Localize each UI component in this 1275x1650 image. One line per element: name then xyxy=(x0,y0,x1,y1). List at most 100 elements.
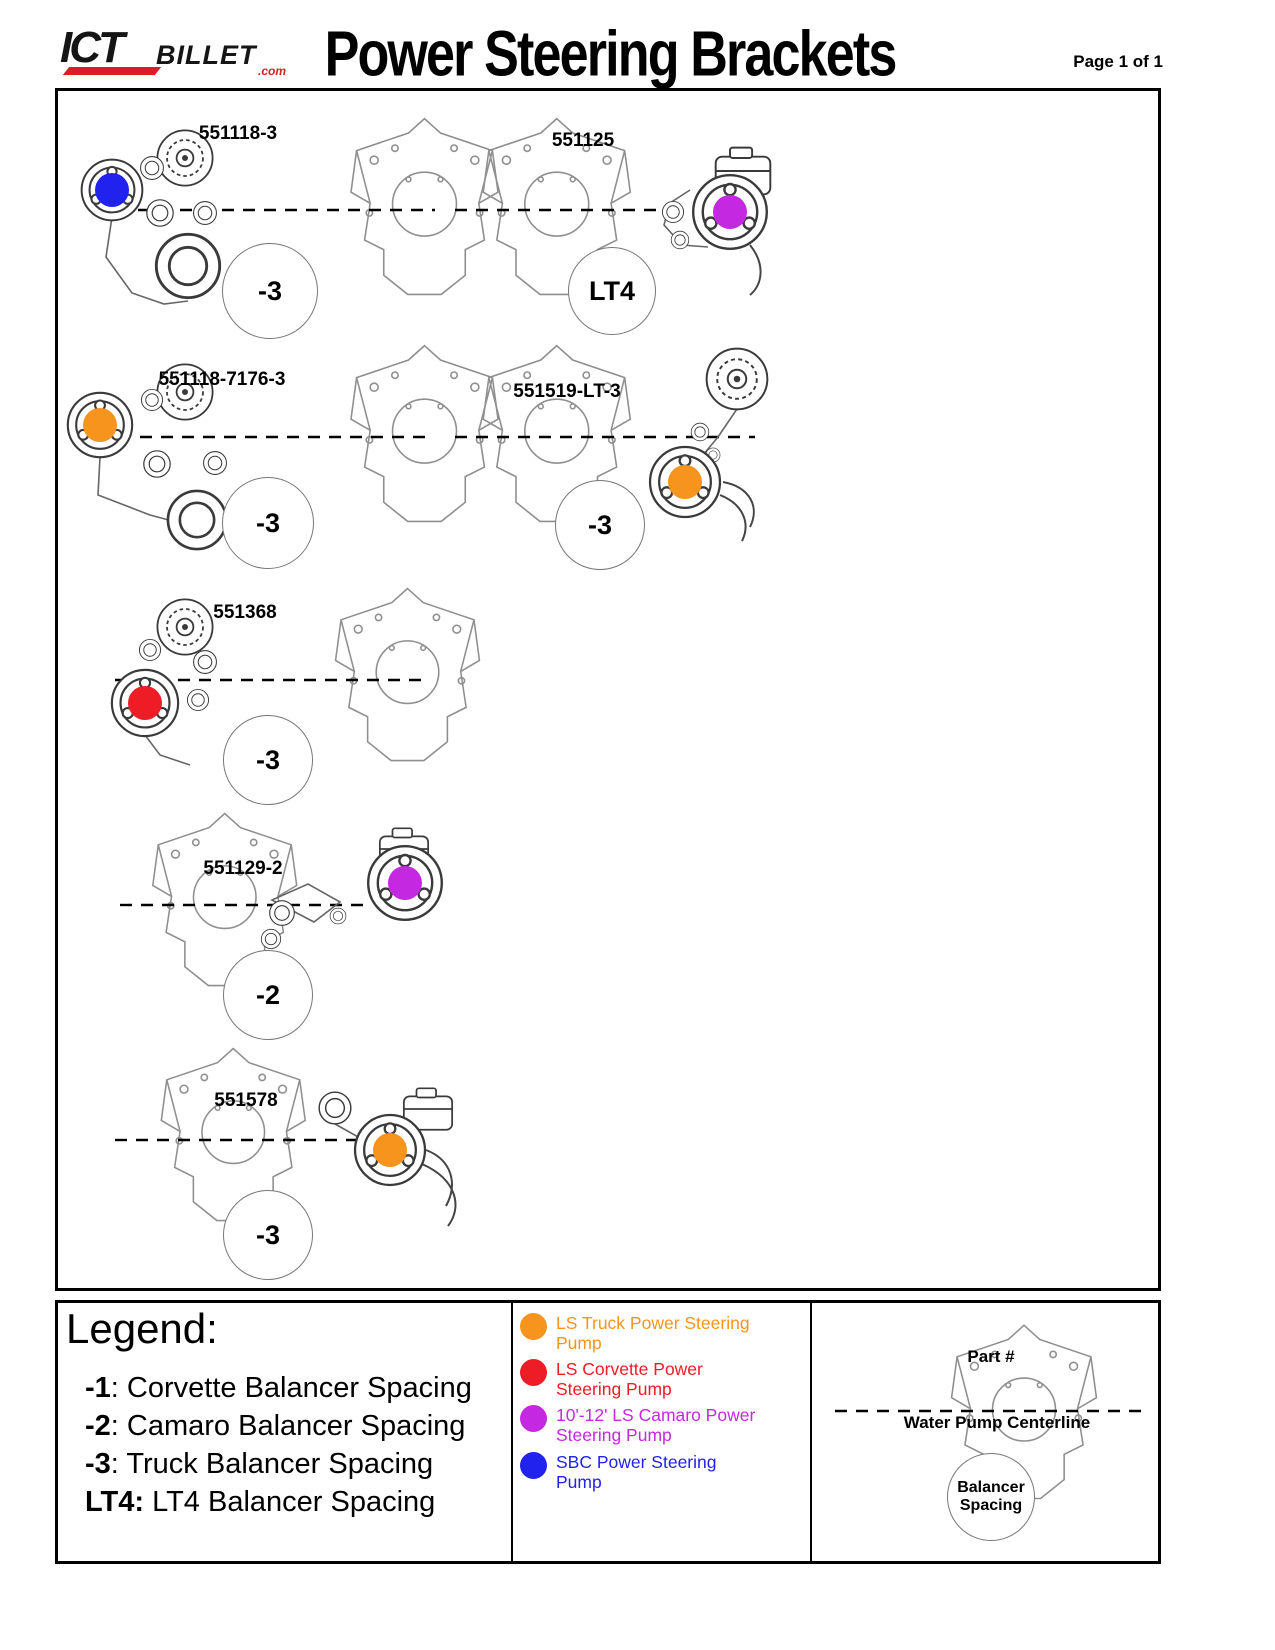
idler-icon xyxy=(670,230,690,250)
spacing-key-item: LT4: LT4 Balancer Spacing xyxy=(85,1486,435,1519)
legend-divider xyxy=(511,1303,513,1561)
spacing-text: : Truck Balancer Spacing xyxy=(110,1448,434,1480)
idler-icon xyxy=(203,451,227,475)
part-number: 551125 xyxy=(551,130,615,151)
pump-color-dot xyxy=(83,408,117,442)
idler-icon xyxy=(193,201,217,225)
pump-color-dot xyxy=(128,686,162,720)
balancer-spacing-circle: -3 xyxy=(223,715,313,805)
idler-icon xyxy=(186,688,210,712)
logo-dotcom-text: .com xyxy=(258,64,287,78)
engine-key-illustration xyxy=(835,1311,1145,1557)
bracket-ring-icon xyxy=(166,489,228,551)
engine-illustration xyxy=(110,585,450,766)
idler-icon xyxy=(146,199,174,227)
bracket-diagram: 551578 -3 xyxy=(110,1058,490,1288)
bracket-ring-icon xyxy=(154,232,222,300)
alternator-icon xyxy=(705,347,769,411)
pump-color-dot xyxy=(520,1405,547,1432)
pump-color-dot xyxy=(668,465,702,499)
engine-illustration xyxy=(66,345,450,551)
balancer-spacing-circle: -3 xyxy=(222,477,314,569)
spacing-text: : Corvette Balancer Spacing xyxy=(110,1372,472,1404)
part-number: 551578 xyxy=(214,1090,278,1111)
spacing-key-item: -3: Truck Balancer Spacing xyxy=(85,1448,433,1481)
spacing-key-item: -1: Corvette Balancer Spacing xyxy=(85,1372,472,1405)
pump-label: LS Corvette Power Steering Pump xyxy=(556,1359,703,1400)
spacing-code: -3 xyxy=(85,1448,111,1480)
spacing-label: -3 xyxy=(255,744,280,775)
engine-illustration xyxy=(455,105,772,296)
pump-label: 10'-12' LS Camaro Power Steering Pump xyxy=(556,1405,756,1446)
idler-icon xyxy=(269,900,295,926)
spacing-label: -3 xyxy=(257,275,282,306)
bracket-diagram: 551519-LT-3 -3 xyxy=(450,345,810,580)
pump-label: SBC Power Steering Pump xyxy=(556,1452,717,1493)
spacing-label: -2 xyxy=(255,979,280,1010)
diagram-sheet: 551118-3 -3 551125 LT4 xyxy=(55,88,1161,1291)
pump-key-item: LS Corvette Power Steering Pump xyxy=(520,1359,808,1400)
pump-key-item: LS Truck Power Steering Pump xyxy=(520,1313,808,1354)
pump-color-dot xyxy=(373,1133,407,1167)
ict-billet-logo: ICT BILLET .com xyxy=(60,26,290,84)
balancer-spacing-circle: LT4 xyxy=(568,247,656,335)
logo-billet-text: BILLET xyxy=(156,40,257,70)
idler-icon xyxy=(140,156,164,180)
balancer-spacing-circle: -3 xyxy=(223,1190,313,1280)
pump-color-dot xyxy=(520,1452,547,1479)
bracket-diagram: 551118-7176-3 -3 xyxy=(60,345,450,580)
idler-icon xyxy=(143,450,171,478)
engine-illustration xyxy=(120,818,443,1048)
part-number: 551129-2 xyxy=(203,858,283,879)
logo-swoosh-icon xyxy=(62,67,162,75)
idler-icon xyxy=(690,422,710,442)
pump-color-dot xyxy=(713,195,747,229)
spacing-text: : Camaro Balancer Spacing xyxy=(110,1410,466,1442)
engine-outline-icon xyxy=(336,589,480,761)
balancer-key-label: Balancer Spacing xyxy=(957,1478,1025,1514)
part-number: 551368 xyxy=(213,602,277,623)
pump-color-dot xyxy=(520,1359,547,1386)
logo-ict-text: ICT xyxy=(60,23,125,72)
spacing-label: LT4 xyxy=(589,275,635,306)
part-number: 551118-3 xyxy=(198,123,278,144)
balancer-spacing-circle: Balancer Spacing xyxy=(947,1453,1035,1541)
centerline-key-label: Water Pump Centerline xyxy=(903,1413,1091,1432)
balancer-spacing-circle: -3 xyxy=(555,480,645,570)
balancer-spacing-circle: -2 xyxy=(223,950,313,1040)
legend-divider xyxy=(810,1303,812,1561)
idler-icon xyxy=(260,928,282,950)
legend-panel: Legend: -1: Corvette Balancer Spacing -2… xyxy=(55,1300,1161,1564)
pump-color-dot xyxy=(520,1313,547,1340)
page-title: Power Steering Brackets xyxy=(324,17,898,89)
bracket-diagram: 551118-3 -3 xyxy=(60,105,450,340)
spacing-code: LT4: xyxy=(85,1486,145,1518)
idler-icon xyxy=(661,200,685,224)
idler-icon xyxy=(329,907,347,925)
engine-illustration xyxy=(80,105,450,305)
bracket-diagram: 551368 -3 xyxy=(100,585,450,815)
spacing-code: -1 xyxy=(85,1372,111,1404)
part-number-key-label: Part # xyxy=(967,1347,1015,1366)
idler-icon xyxy=(193,650,217,674)
balancer-spacing-circle: -3 xyxy=(222,243,318,339)
part-number: 551519-LT-3 xyxy=(513,381,621,402)
part-number: 551118-7176-3 xyxy=(158,369,286,390)
spacing-label: -3 xyxy=(255,1219,280,1250)
page-number: Page 1 of 1 xyxy=(1073,52,1163,71)
pump-color-dot xyxy=(388,866,422,900)
bracket-diagram: 551129-2 -2 xyxy=(110,818,470,1048)
legend-heading: Legend: xyxy=(66,1305,218,1352)
idler-icon xyxy=(138,638,162,662)
pump-key-item: SBC Power Steering Pump xyxy=(520,1452,808,1493)
pump-color-dot xyxy=(95,173,129,207)
idler-icon xyxy=(140,388,164,412)
spacing-key-item: -2: Camaro Balancer Spacing xyxy=(85,1410,465,1443)
bracket-diagram: 551125 LT4 xyxy=(450,105,810,340)
spacing-label: -3 xyxy=(587,509,612,540)
engine-illustration xyxy=(115,1058,457,1227)
pump-key-item: 10'-12' LS Camaro Power Steering Pump xyxy=(520,1405,808,1446)
pump-label: LS Truck Power Steering Pump xyxy=(556,1313,750,1354)
spacing-code: -2 xyxy=(85,1410,111,1442)
